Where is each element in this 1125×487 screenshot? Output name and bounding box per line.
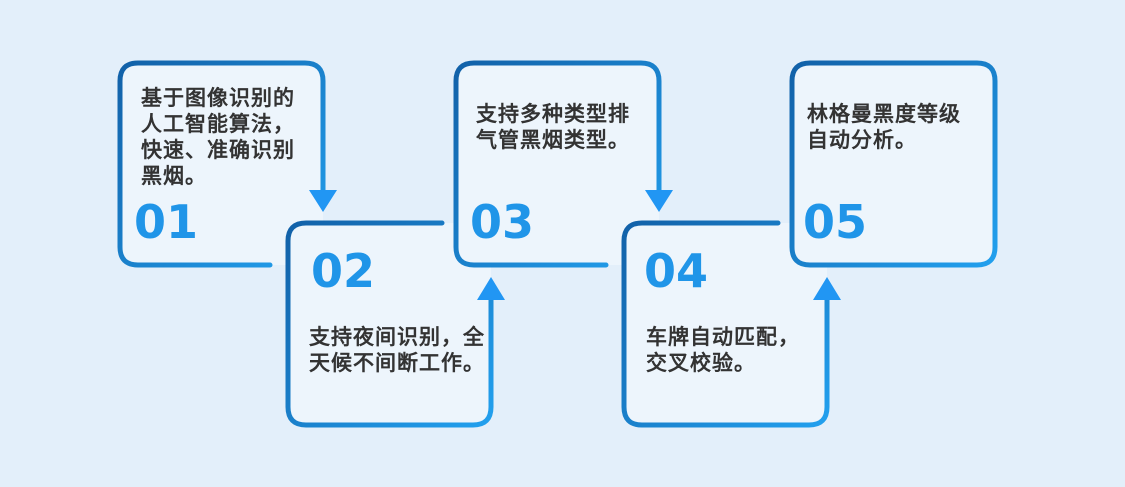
step-box-02-fill (288, 223, 491, 425)
step-03-number: 03 (470, 195, 535, 249)
step-description-line: 快速、准确识别 (141, 139, 295, 162)
step-04-number: 04 (644, 244, 709, 298)
step-description-line: 黑烟。 (141, 165, 207, 188)
arrow-down-03-04-icon (645, 190, 673, 212)
step-03-description: 支持多种类型排 气管黑烟类型。 (476, 102, 630, 154)
step-01-description: 基于图像识别的 人工智能算法， 快速、准确识别 黑烟。 (141, 86, 295, 190)
step-box-01-fill (120, 63, 323, 265)
step-box-04-border (621, 220, 830, 428)
step-description-line: 交叉校验。 (646, 352, 756, 375)
step-description-line: 基于图像识别的 (141, 87, 295, 110)
step-05-number: 05 (803, 195, 868, 249)
step-box-02-border (285, 220, 494, 428)
step-01-number: 01 (134, 195, 199, 249)
step-description-line: 支持多种类型排 (476, 103, 630, 126)
arrow-down-01-02-icon (309, 190, 337, 212)
arrow-up-04-05-icon (813, 277, 841, 300)
step-description-line: 自动分析。 (807, 129, 917, 152)
step-description-line: 天候不间断工作。 (309, 352, 485, 375)
step-box-03-fill (456, 63, 659, 265)
step-04-description: 车牌自动匹配， 交叉校验。 (646, 325, 800, 377)
step-description-line: 林格曼黑度等级 (807, 103, 961, 126)
step-02-description: 支持夜间识别，全 天候不间断工作。 (309, 325, 485, 377)
step-description-line: 车牌自动匹配， (646, 326, 800, 349)
step-box-05-fill (792, 63, 995, 265)
step-description-line: 气管黑烟类型。 (476, 129, 630, 152)
step-box-04-fill (624, 223, 827, 425)
arrow-up-02-03-icon (477, 277, 505, 300)
step-description-line: 人工智能算法， (141, 113, 295, 136)
step-02-number: 02 (311, 244, 376, 298)
step-box-03-border (453, 60, 662, 268)
step-description-line: 支持夜间识别，全 (309, 326, 485, 349)
step-05-description: 林格曼黑度等级 自动分析。 (807, 102, 961, 154)
step-box-01-border (117, 60, 326, 268)
step-box-05-border (789, 60, 998, 268)
